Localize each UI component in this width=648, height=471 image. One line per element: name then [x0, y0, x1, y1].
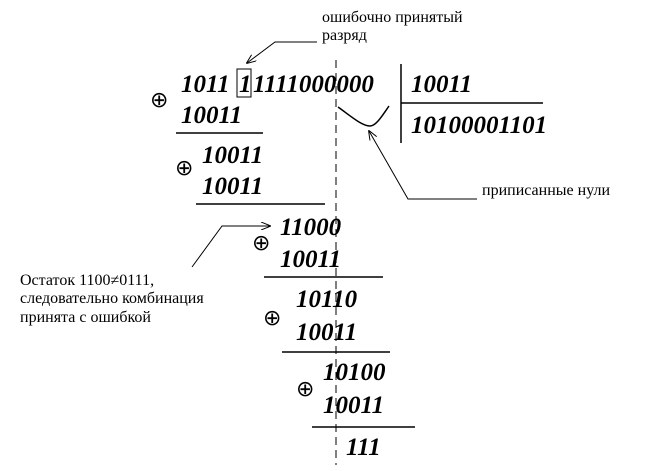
step-5-subtrahend: 10011 [323, 392, 385, 419]
dividend-right: 1111000000 [253, 71, 374, 98]
dividend-left: 1011 [181, 71, 230, 98]
xor-symbol-5: ⊕ [296, 377, 315, 402]
error-bit-label: ошибочно принятый разряд [322, 9, 463, 46]
remainder-value: 111 [346, 434, 381, 461]
quotient: 10100001101 [411, 112, 548, 139]
remainder-label-line-1: Остаток 1100≠0111, [20, 272, 155, 289]
error-bit-arrow [247, 41, 317, 63]
xor-symbol-2: ⊕ [175, 156, 194, 181]
xor-symbol-3: ⊕ [252, 231, 271, 256]
remainder-label: Остаток 1100≠0111, следовательно комбина… [20, 272, 204, 327]
dividend-error-bit: 1 [239, 71, 252, 98]
error-bit-label-line-1: ошибочно принятый [322, 9, 463, 26]
divisor: 10011 [411, 71, 473, 98]
remainder-label-line-2: следовательно комбинация [20, 290, 204, 308]
step-2-subtrahend: 10011 [202, 173, 264, 200]
xor-symbol-1: ⊕ [150, 88, 169, 113]
error-bit-label-line-2: разряд [322, 27, 367, 45]
step-4-subtrahend: 10011 [296, 319, 358, 346]
appended-zeros-arrow [369, 131, 477, 200]
step-5-minuend: 10100 [323, 359, 386, 386]
error-bit-box [236, 68, 252, 98]
step-4-minuend: 10110 [296, 286, 358, 313]
remainder-arrow [191, 226, 270, 268]
step-1-subtrahend: 10011 [181, 102, 243, 129]
appended-zeros-curve [337, 105, 390, 127]
xor-symbol-4: ⊕ [263, 306, 282, 331]
step-2-minuend: 10011 [202, 142, 264, 169]
step-3-minuend: 11000 [280, 214, 342, 241]
remainder-label-line-3: принята с ошибкой [20, 308, 151, 326]
appended-zeros-label: приписанные нули [482, 182, 611, 199]
step-3-subtrahend: 10011 [280, 246, 342, 273]
